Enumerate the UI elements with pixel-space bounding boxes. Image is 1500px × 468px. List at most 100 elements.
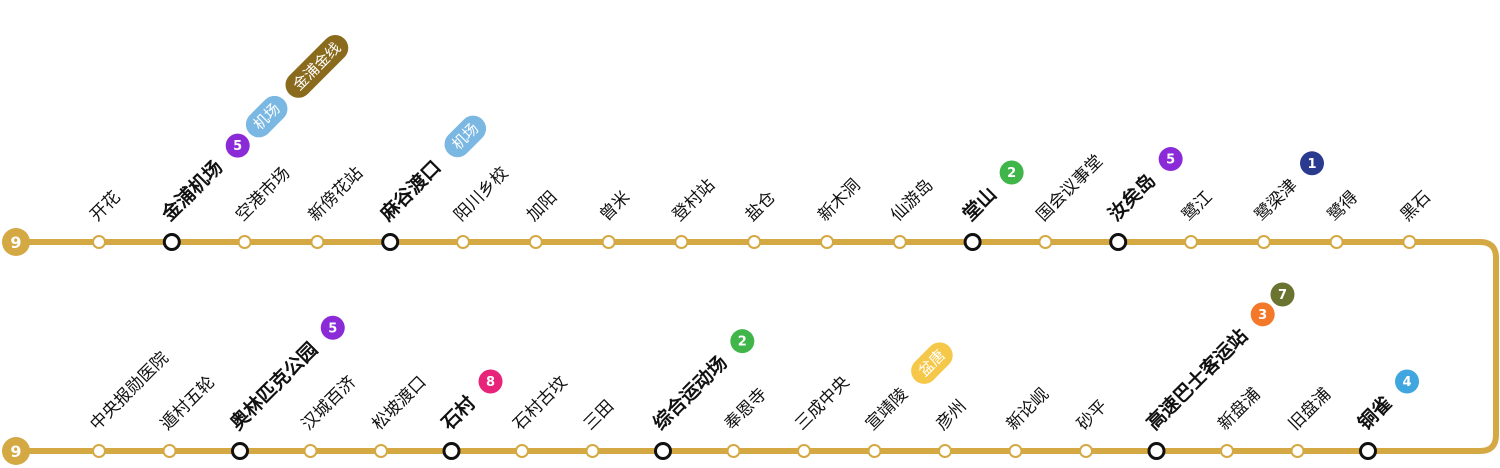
transfer-line-pill-label: 金浦金线 [289,39,344,94]
station-marker[interactable] [92,444,106,458]
station-1-13[interactable]: 新论岘 [1003,384,1053,458]
station-label-group: 国会议事堂 [1033,151,1107,225]
transfer-station-marker[interactable] [231,442,249,460]
station-1-7[interactable]: 三田 [580,396,618,458]
station-0-13[interactable]: 国会议事堂 [1033,151,1107,249]
station-marker[interactable] [1038,235,1053,249]
station-1-4[interactable]: 松坡渡口 [368,372,431,458]
station-0-11[interactable]: 仙游岛 [887,175,937,249]
station-label-group: 登村站 [669,175,719,225]
station-1-5[interactable]: 石村8 [436,365,507,460]
station-marker[interactable] [585,444,600,458]
station-marker[interactable] [1220,444,1234,458]
station-marker[interactable] [1256,235,1271,249]
transfer-line-8-badge [478,369,503,394]
station-marker[interactable] [938,444,952,458]
station-1-14[interactable]: 砂平 [1073,396,1112,458]
station-marker[interactable] [528,235,543,249]
station-marker[interactable] [310,235,325,249]
station-1-9[interactable]: 奉恩寺 [721,384,771,458]
station-marker[interactable] [797,444,811,458]
station-marker[interactable] [1290,444,1305,458]
station-label-group: 开花 [86,187,124,225]
station-marker[interactable] [515,444,529,458]
station-0-9[interactable]: 盐仓 [742,187,780,249]
station-name: 石村 [436,391,480,435]
station-label-group: 阳川乡校 [450,163,512,225]
station-marker[interactable] [674,235,689,249]
station-marker[interactable] [374,444,388,458]
transfer-station-marker[interactable] [442,442,461,460]
station-marker[interactable] [1402,235,1417,249]
transfer-line-pill [911,342,953,384]
station-0-3[interactable]: 新傍花站 [305,163,367,249]
station-marker[interactable] [1079,444,1093,458]
station-marker[interactable] [820,235,834,249]
transfer-station-marker[interactable] [1109,233,1128,251]
station-name: 三田 [580,396,618,434]
station-1-16[interactable]: 新盘浦 [1214,384,1265,458]
station-0-5[interactable]: 阳川乡校 [450,163,513,249]
station-label-group: 铜雀4 [1353,369,1420,435]
station-name: 曾米 [596,187,634,225]
station-marker[interactable] [1329,235,1344,249]
station-marker[interactable] [1184,235,1198,249]
station-marker[interactable] [1008,444,1023,458]
station-1-10[interactable]: 三成中央 [791,372,854,458]
station-0-15[interactable]: 鹭江 [1178,187,1217,249]
station-marker[interactable] [92,235,106,249]
station-0-17[interactable]: 鹭得 [1324,187,1362,249]
station-marker[interactable] [303,444,318,458]
station-marker[interactable] [237,235,252,249]
station-0-10[interactable]: 新木洞 [814,175,865,249]
station-0-8[interactable]: 登村站 [669,175,719,249]
transfer-station-marker[interactable] [162,233,181,251]
station-0-12[interactable]: 堂山2 [958,156,1029,251]
station-0-7[interactable]: 曾米 [596,187,634,249]
transfer-line-4-badge [1395,369,1420,394]
station-1-6[interactable]: 石村古坟 [509,372,572,458]
station-marker[interactable] [726,444,741,458]
transfer-line-pill [444,115,487,158]
station-0-0[interactable]: 开花 [86,187,125,249]
station-1-3[interactable]: 汉城百济 [298,372,360,458]
station-1-0[interactable]: 中央报勋医院 [86,348,173,458]
line-number-badges: 99 [2,228,30,465]
transfer-line-2-badge [999,160,1024,185]
transfer-station-marker[interactable] [963,233,982,251]
station-0-6[interactable]: 加阳 [523,187,561,249]
station-0-18[interactable]: 黑石 [1397,187,1435,249]
line-badge-label: 9 [10,442,21,461]
station-marker[interactable] [747,235,762,249]
transfer-line-number: 2 [738,335,747,350]
station-0-2[interactable]: 空港市场 [232,163,294,249]
station-1-1[interactable]: 遁村五轮 [157,372,219,458]
station-marker[interactable] [892,235,907,249]
transfer-station-marker[interactable] [654,442,672,460]
station-label-group: 黑石 [1397,187,1435,225]
station-marker[interactable] [601,235,616,249]
station-1-17[interactable]: 旧盘浦 [1285,384,1335,458]
station-label-group: 砂平 [1073,396,1111,434]
station-marker[interactable] [867,444,882,458]
transfer-line-1-badge [1300,151,1325,176]
station-marker[interactable] [162,444,177,458]
station-1-18[interactable]: 铜雀4 [1353,365,1424,460]
station-label-group: 遁村五轮 [157,372,219,434]
transfer-station-marker[interactable] [1147,442,1166,460]
station-marker[interactable] [456,235,470,249]
transfer-station-marker[interactable] [1359,442,1377,460]
station-1-12[interactable]: 彦州 [932,396,971,458]
station-label-group: 汉城百济 [298,372,360,434]
transfer-station-marker[interactable] [381,233,400,251]
station-label-group: 三成中央 [791,372,853,434]
